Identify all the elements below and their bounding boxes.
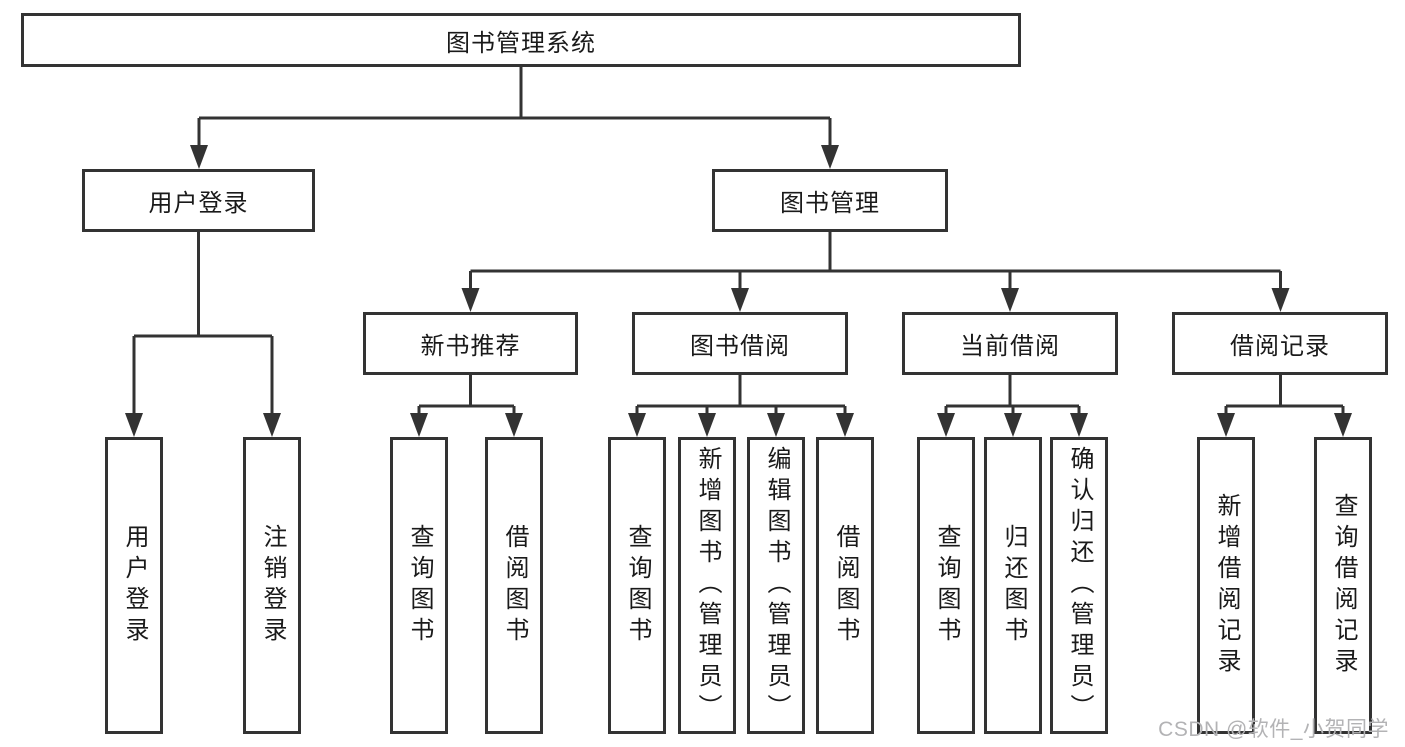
- node-book-management-branch: 图书管理: [712, 169, 948, 232]
- node-label: 新书推荐: [420, 333, 521, 360]
- node-label: 用户登录: [121, 523, 148, 648]
- arrowhead-icon: [190, 145, 208, 169]
- arrowhead-icon: [731, 288, 749, 312]
- node-borrow-books-leaf: 借阅图书: [816, 437, 874, 734]
- node-label: 归还图书: [1000, 523, 1027, 648]
- node-borrowing-records: 借阅记录: [1172, 312, 1388, 375]
- arrowhead-icon: [1070, 413, 1088, 437]
- arrowhead-icon: [937, 413, 955, 437]
- node-query-borrow-record: 查询借阅记录: [1314, 437, 1372, 734]
- node-label: 注销登录: [259, 523, 286, 648]
- node-new-book-recommendation: 新书推荐: [363, 312, 578, 375]
- connector-path: [132, 67, 1345, 419]
- arrowhead-icon: [821, 145, 839, 169]
- arrowhead-icon: [767, 413, 785, 437]
- node-user-login-leaf: 用户登录: [105, 437, 163, 734]
- arrowhead-icon: [1004, 413, 1022, 437]
- node-label: 新增图书（管理员）: [694, 446, 721, 725]
- node-label: 编辑图书（管理员）: [763, 446, 790, 725]
- arrowhead-icon: [410, 413, 428, 437]
- node-label: 确认归还（管理员）: [1066, 446, 1093, 725]
- node-book-borrowing: 图书借阅: [632, 312, 848, 375]
- arrowhead-icon: [505, 413, 523, 437]
- node-query-books-borrowing: 查询图书: [608, 437, 666, 734]
- node-edit-books-admin: 编辑图书（管理员）: [747, 437, 805, 734]
- node-query-books-current: 查询图书: [917, 437, 975, 734]
- arrowhead-icon: [836, 413, 854, 437]
- arrowhead-icon: [461, 288, 480, 312]
- node-label: 查询图书: [933, 523, 960, 648]
- arrowhead-icon: [125, 413, 143, 437]
- arrowhead-icon: [1001, 288, 1019, 312]
- node-add-borrow-record: 新增借阅记录: [1197, 437, 1255, 734]
- node-label: 借阅记录: [1230, 333, 1330, 360]
- node-label: 图书管理: [780, 190, 880, 217]
- node-label: 查询借阅记录: [1330, 492, 1357, 679]
- node-query-books-recommend: 查询图书: [390, 437, 448, 734]
- node-label: 借阅图书: [832, 523, 859, 648]
- arrowhead-icon: [1217, 413, 1235, 437]
- node-library-management-system: 图书管理系统: [21, 13, 1021, 67]
- node-current-borrowing: 当前借阅: [902, 312, 1118, 375]
- arrowhead-icon: [1334, 413, 1352, 437]
- node-label: 用户登录: [148, 190, 249, 217]
- node-label: 图书借阅: [690, 333, 790, 360]
- node-label: 新增借阅记录: [1213, 492, 1240, 679]
- node-logout-leaf: 注销登录: [243, 437, 301, 734]
- arrowhead-icon: [263, 413, 281, 437]
- node-label: 查询图书: [406, 523, 433, 648]
- arrowhead-icon: [1271, 288, 1290, 312]
- node-borrow-books-recommend: 借阅图书: [485, 437, 543, 734]
- node-add-books-admin: 新增图书（管理员）: [678, 437, 736, 734]
- node-confirm-return-admin: 确认归还（管理员）: [1050, 437, 1108, 734]
- node-label: 借阅图书: [501, 523, 528, 648]
- node-label: 图书管理系统: [446, 29, 596, 57]
- node-user-login-branch: 用户登录: [82, 169, 315, 232]
- arrowhead-icon: [698, 413, 716, 437]
- node-label: 当前借阅: [960, 333, 1060, 360]
- watermark: CSDN @软件_小贺同学: [1158, 718, 1389, 741]
- node-return-books: 归还图书: [984, 437, 1042, 734]
- node-label: 查询图书: [624, 523, 651, 648]
- arrowhead-icon: [628, 413, 646, 437]
